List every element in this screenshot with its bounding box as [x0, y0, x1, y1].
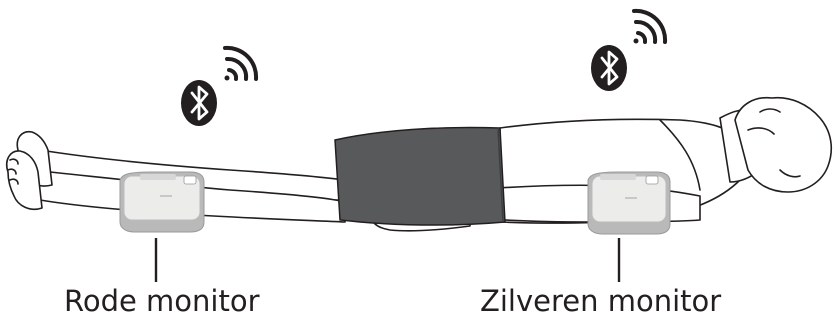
wireless-signal-icon	[225, 48, 257, 81]
wireless-signal-icon	[634, 11, 666, 44]
silver-monitor	[588, 172, 670, 234]
bluetooth-icon	[591, 45, 627, 91]
shorts	[335, 128, 505, 226]
red-monitor-label: Rode monitor	[64, 287, 260, 316]
bluetooth-icon	[181, 80, 217, 126]
red-monitor	[120, 172, 204, 232]
silver-monitor-label: Zilveren monitor	[480, 287, 721, 316]
